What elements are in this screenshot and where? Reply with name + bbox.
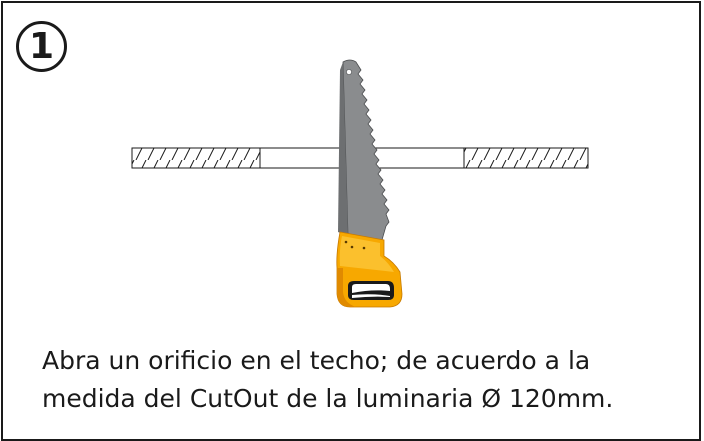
instruction-text: Abra un orificio en el techo; de acuerdo… [42, 342, 682, 418]
ceiling-left-section [131, 147, 261, 169]
ceiling-right-section [463, 147, 589, 169]
instruction-line-1: Abra un orificio en el techo; de acuerdo… [42, 346, 591, 375]
saw-icon [336, 59, 403, 308]
ceiling-cut-illustration [131, 59, 589, 308]
step-number: 1 [28, 25, 55, 67]
instruction-line-2: medida del CutOut de la luminaria Ø 120m… [42, 384, 614, 413]
step-number-badge: 1 [16, 21, 67, 72]
saw-blade [342, 59, 390, 241]
